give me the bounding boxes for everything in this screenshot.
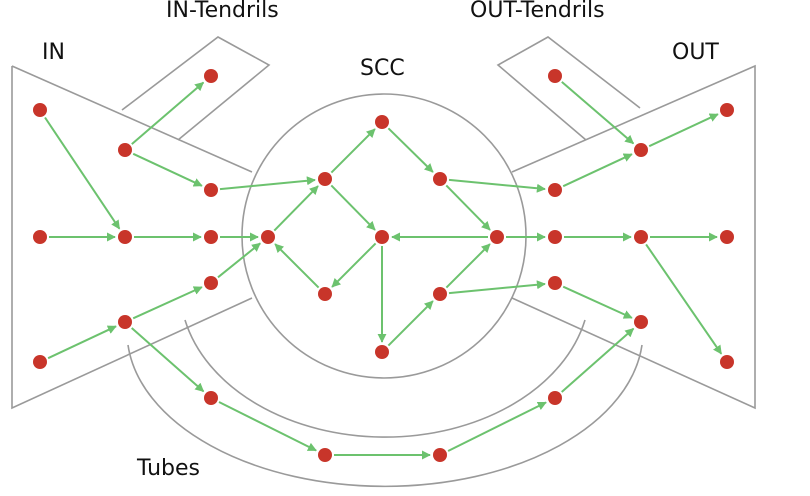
- edge-in4-it1: [131, 81, 205, 145]
- edge-t1-t2: [218, 401, 317, 452]
- out-tendril-outline: [496, 36, 641, 141]
- node-s7: [433, 172, 447, 186]
- edge-ot1-o1: [561, 81, 635, 145]
- edge-t3-t4: [447, 401, 547, 452]
- tubes-inner-outline: [184, 319, 586, 438]
- edge-in3-in6: [47, 325, 117, 360]
- node-ia: [204, 183, 218, 197]
- node-s5: [318, 287, 332, 301]
- in-label: IN: [42, 40, 65, 65]
- in-tendrils-label: IN-Tendrils: [166, 0, 279, 23]
- edge-in6-t1: [131, 327, 205, 393]
- node-t4: [548, 391, 562, 405]
- edge-s5-s1: [274, 243, 320, 289]
- node-oc: [548, 276, 562, 290]
- edge-s7-s9: [445, 184, 491, 231]
- out-label: OUT: [672, 40, 719, 65]
- node-s3: [375, 115, 389, 129]
- node-s8: [433, 287, 447, 301]
- node-t1: [204, 391, 218, 405]
- nodes: [33, 69, 734, 462]
- edge-in1-in5: [44, 116, 121, 230]
- node-s6: [375, 345, 389, 359]
- edge-o2-o6: [645, 243, 723, 355]
- scc-label: SCC: [360, 56, 405, 81]
- out-region-outline: [511, 64, 756, 410]
- node-oa: [548, 183, 562, 197]
- tubes-label: Tubes: [137, 456, 201, 481]
- edge-s1-s2: [273, 185, 319, 232]
- node-t3: [433, 448, 447, 462]
- node-o3: [634, 315, 648, 329]
- out-tendrils-label: OUT-Tendrils: [470, 0, 605, 23]
- edge-s4-s5: [331, 242, 377, 288]
- node-ib: [204, 230, 218, 244]
- in-region-outline: [11, 65, 253, 410]
- node-o2: [634, 230, 648, 244]
- edge-o1-o4: [648, 113, 719, 148]
- node-o4: [720, 103, 734, 117]
- node-s1: [261, 230, 275, 244]
- node-s2: [318, 172, 332, 186]
- node-t2: [318, 448, 332, 462]
- node-in1: [33, 103, 47, 117]
- node-o6: [720, 355, 734, 369]
- edges: [44, 81, 723, 460]
- edge-s6-s8: [387, 300, 434, 347]
- node-ob: [548, 230, 562, 244]
- edge-in4-ia: [132, 152, 203, 187]
- edge-s8-s9: [445, 243, 491, 289]
- node-ic: [204, 276, 218, 290]
- edge-oa-o1: [562, 153, 633, 188]
- edge-t4-o3: [561, 327, 635, 393]
- edge-s3-s7: [387, 127, 434, 173]
- edge-s2-s4: [330, 184, 376, 231]
- edge-in6-ic: [132, 286, 203, 320]
- tubes-outer-outline: [127, 344, 643, 488]
- node-in4: [118, 143, 132, 157]
- node-in3: [33, 355, 47, 369]
- node-o5: [720, 230, 734, 244]
- node-in5: [118, 230, 132, 244]
- node-in6: [118, 315, 132, 329]
- node-o1: [634, 143, 648, 157]
- node-ot1: [548, 69, 562, 83]
- edge-oc-o3: [562, 285, 633, 319]
- edge-ia-s2: [219, 176, 316, 191]
- node-s4: [375, 230, 389, 244]
- edge-ic-s1: [217, 242, 261, 279]
- node-s9: [490, 230, 504, 244]
- edge-s8-oc: [448, 280, 546, 295]
- node-it1: [204, 69, 218, 83]
- edge-s2-s3: [330, 128, 376, 174]
- region-outlines: [11, 36, 756, 488]
- in-tendril-outline: [121, 36, 271, 141]
- edge-s7-oa: [448, 178, 546, 193]
- node-in2: [33, 230, 47, 244]
